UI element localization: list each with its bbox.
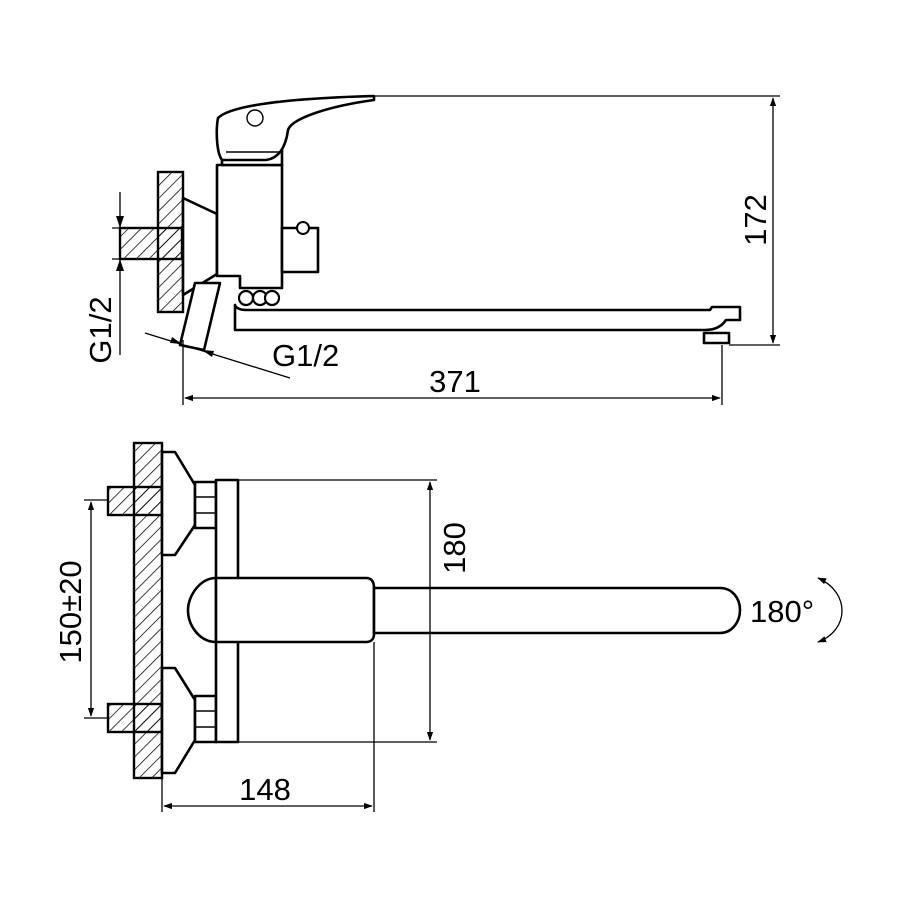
side-mixer-body: [215, 163, 284, 290]
side-spout: [233, 303, 742, 332]
top-lever: [214, 576, 376, 644]
top-inlet-pipe-upper: [106, 485, 164, 517]
dim-172-label: 172: [738, 194, 773, 246]
thread-diagonal-label: G1/2: [272, 338, 339, 373]
side-spout-ring-3: [263, 289, 281, 307]
side-eccentric-connector: [178, 281, 222, 352]
side-diverter-dot: [296, 221, 310, 235]
top-escutcheon-upper: [160, 450, 197, 557]
thread-vertical-label: G1/2: [83, 296, 118, 363]
side-spout-ring-1: [237, 289, 255, 307]
side-aerator: [702, 331, 731, 345]
top-escutcheon-lower: [160, 666, 197, 775]
top-nut-upper: [193, 480, 218, 530]
thread-diagonal-leader: [144, 332, 291, 379]
dim-180-label: 180: [437, 522, 472, 574]
top-nut-lower: [193, 694, 218, 744]
side-escutcheon: [181, 196, 219, 297]
top-view: 180 150±20 148 180°: [53, 441, 843, 812]
side-lever-handle: [215, 94, 376, 162]
top-spout: [372, 586, 742, 635]
side-view: 172 371 G1/2 G1/2: [83, 94, 780, 405]
dim-148-label: 148: [239, 772, 291, 807]
top-inlet-pipe-lower: [106, 702, 164, 734]
top-cartridge-lobe: [186, 576, 218, 644]
side-diverter-knob: [280, 226, 320, 274]
dim-150-label: 150±20: [53, 560, 88, 663]
rotation-arc: [817, 577, 843, 643]
rotation-label: 180°: [750, 594, 814, 629]
dim-371-label: 371: [429, 364, 481, 399]
side-inlet-pipe: [118, 226, 184, 261]
